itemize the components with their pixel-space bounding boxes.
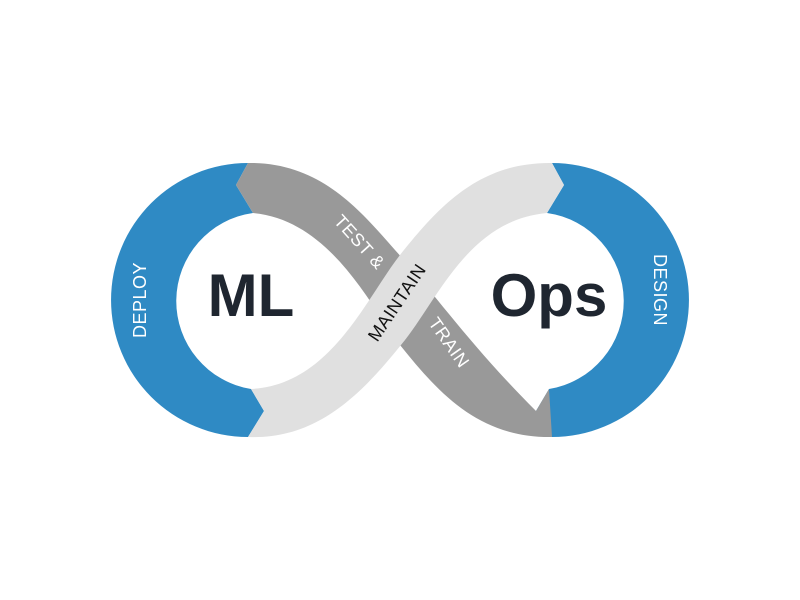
maintain-band [248,162,564,438]
ops-label: Ops [491,262,608,329]
deploy-arc [111,163,264,437]
deploy-label: DEPLOY [130,262,150,338]
ml-label: ML [208,262,295,329]
design-label: DESIGN [650,254,670,326]
design-arc [536,163,689,437]
